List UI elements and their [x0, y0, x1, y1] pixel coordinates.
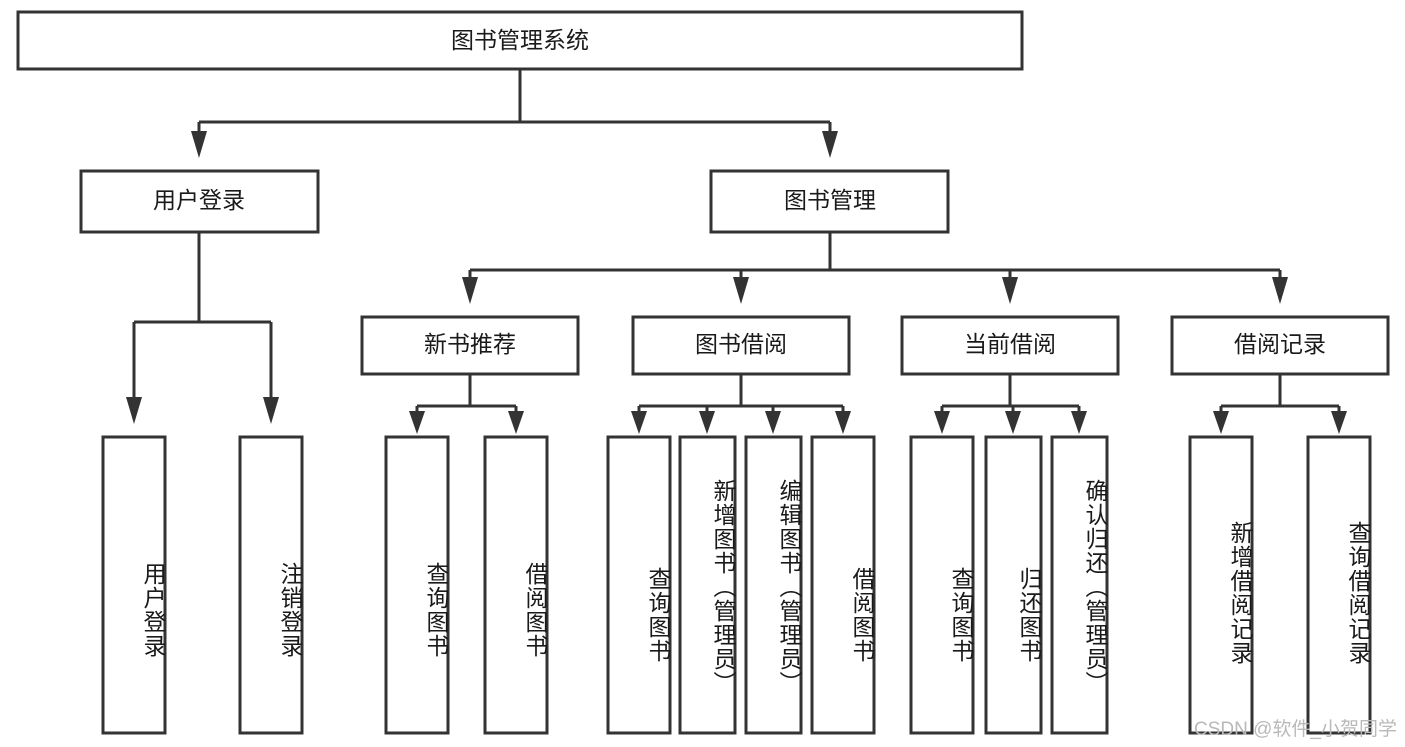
node-leaf-logout-label: 注销登录	[277, 562, 303, 658]
node-leaf-borrow-book-2-label: 借阅图书	[849, 567, 875, 663]
arrowhead-leaf-user-login	[126, 397, 142, 424]
arrowhead-leaf-query-book-1	[409, 411, 425, 434]
node-book-management[interactable]	[709, 169, 950, 234]
node-leaf-user-login-label: 用户登录	[140, 562, 166, 658]
node-book-management-label: 图书管理	[784, 187, 876, 213]
node-leaf-add-borrow-record-label: 新增借阅记录	[1227, 520, 1253, 665]
node-leaf-add-book[interactable]	[678, 435, 737, 735]
node-borrow-record-label: 借阅记录	[1234, 331, 1326, 357]
node-borrow-record[interactable]	[1170, 315, 1390, 376]
arrowhead-leaf-confirm-return	[1071, 411, 1087, 434]
node-leaf-borrow-book-1[interactable]	[483, 435, 549, 735]
node-root[interactable]	[16, 10, 1024, 71]
node-current-borrow-label: 当前借阅	[964, 331, 1056, 357]
node-leaf-return-book-label: 归还图书	[1016, 567, 1042, 663]
node-new-book-recommend-label: 新书推荐	[424, 331, 516, 357]
node-layer	[16, 10, 1390, 735]
arrowhead-leaf-borrow-book-1	[508, 411, 524, 434]
node-leaf-query-book-3[interactable]	[909, 435, 975, 735]
node-root-label: 图书管理系统	[451, 27, 589, 53]
arrowhead-borrow-record	[1272, 277, 1288, 304]
node-leaf-edit-book[interactable]	[744, 435, 803, 735]
node-leaf-query-book-2[interactable]	[606, 435, 672, 735]
node-leaf-add-book-label: 新增图书（管理员）	[710, 479, 736, 695]
node-new-book-recommend[interactable]	[360, 315, 580, 376]
arrowhead-user-login	[191, 131, 207, 158]
node-leaf-query-borrow-record-label: 查询借阅记录	[1345, 520, 1371, 665]
arrowhead-leaf-add-book	[699, 411, 715, 434]
arrowhead-new-book-recommend	[462, 277, 478, 304]
arrowhead-leaf-edit-book	[765, 411, 781, 434]
node-leaf-user-login[interactable]	[101, 435, 167, 735]
node-book-borrow[interactable]	[631, 315, 851, 376]
arrowhead-current-borrow	[1002, 277, 1018, 304]
arrowhead-leaf-logout	[263, 397, 279, 424]
arrowhead-leaf-query-borrow-record	[1331, 411, 1347, 434]
node-book-borrow-label: 图书借阅	[695, 331, 787, 357]
arrowhead-leaf-query-book-3	[934, 411, 950, 434]
node-leaf-logout[interactable]	[238, 435, 304, 735]
node-leaf-edit-book-label: 编辑图书（管理员）	[776, 479, 802, 695]
node-leaf-query-book-3-label: 查询图书	[948, 567, 974, 663]
arrowhead-leaf-borrow-book-2	[835, 411, 851, 434]
csdn-watermark: CSDN @软件_小贺同学	[1194, 719, 1397, 740]
arrowhead-leaf-add-borrow-record	[1213, 411, 1229, 434]
arrowhead-book-management	[822, 131, 838, 158]
node-leaf-confirm-return[interactable]	[1050, 435, 1109, 735]
label-layer-horizontal: 图书管理系统 用户登录 图书管理 新书推荐 图书借阅 当前借阅 借阅记录	[153, 27, 1326, 357]
node-leaf-borrow-book-2[interactable]	[810, 435, 876, 735]
node-user-login[interactable]	[79, 169, 320, 234]
arrowhead-leaf-query-book-2	[631, 411, 647, 434]
arrowhead-leaf-return-book	[1005, 411, 1021, 434]
node-leaf-query-book-2-label: 查询图书	[645, 567, 671, 663]
node-leaf-query-book-1[interactable]	[384, 435, 450, 735]
node-user-login-label: 用户登录	[153, 187, 245, 213]
node-leaf-add-borrow-record[interactable]	[1188, 435, 1254, 735]
node-leaf-query-book-1-label: 查询图书	[423, 562, 449, 658]
arrowhead-book-borrow	[733, 277, 749, 304]
connector-layer	[126, 69, 1347, 434]
node-leaf-borrow-book-1-label: 借阅图书	[522, 562, 548, 658]
node-current-borrow[interactable]	[900, 315, 1120, 376]
node-leaf-confirm-return-label: 确认归还（管理员）	[1082, 479, 1108, 695]
node-leaf-return-book[interactable]	[984, 435, 1043, 735]
node-leaf-query-borrow-record[interactable]	[1306, 435, 1372, 735]
